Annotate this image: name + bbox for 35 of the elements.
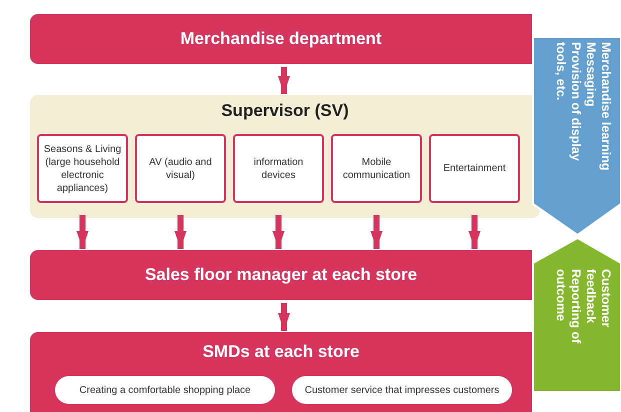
- arrow: [370, 215, 382, 249]
- box-title: Sales floor manager at each store: [144, 265, 418, 285]
- category-label: Entertainment: [443, 162, 506, 175]
- arrow: [272, 215, 284, 249]
- category-box: [429, 134, 520, 203]
- goal-text: Creating a comfortable shopping place: [79, 384, 251, 396]
- category-box: [135, 134, 226, 203]
- arrow-text: Provision of display tools, etc.: [553, 42, 583, 163]
- goal-text: Customer service that impresses customers: [304, 384, 500, 396]
- category-label: Mobile communication: [342, 156, 412, 182]
- arrow-text: Merchandise learning: [598, 42, 613, 173]
- box-title: Merchandise department: [180, 29, 382, 49]
- process-box: [30, 250, 532, 300]
- category-box: [233, 134, 324, 203]
- process-box: [30, 14, 532, 64]
- arrow: [468, 215, 480, 249]
- category-label: information devices: [252, 156, 304, 182]
- arrow-text: Messaging: [583, 42, 598, 109]
- category-label: Seasons & Living (large household electronic appliances): [42, 142, 122, 194]
- goal-pill: [292, 376, 512, 404]
- arrow: [76, 215, 88, 249]
- arrow: [174, 215, 186, 249]
- box-title: SMDs at each store: [202, 342, 360, 362]
- arrow-text: Reporting of outcome: [553, 269, 583, 346]
- category-box: [37, 134, 128, 203]
- group-panel: [30, 95, 540, 218]
- category-box: [331, 134, 422, 203]
- arrow: [278, 67, 290, 94]
- process-box: [30, 332, 532, 412]
- goal-pill: [55, 376, 275, 404]
- category-label: AV (audio and visual): [148, 156, 213, 182]
- panel-title: Supervisor (SV): [221, 101, 349, 121]
- up-arrow-shape: [532, 237, 621, 393]
- down-arrow-shape: [532, 36, 621, 236]
- arrow: [278, 303, 290, 331]
